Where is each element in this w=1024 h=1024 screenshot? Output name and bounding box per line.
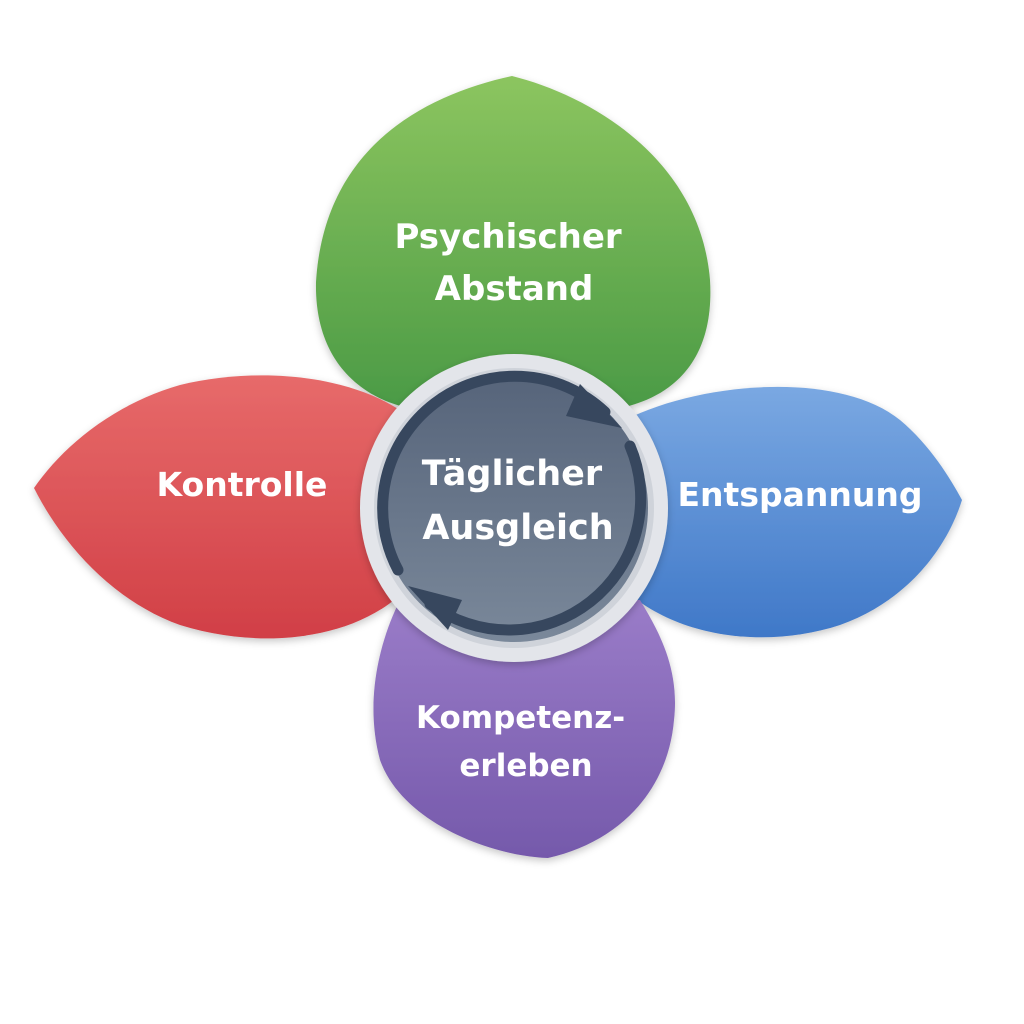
- petal-top-label-line2: Abstand: [435, 269, 594, 309]
- cycle-arrowhead-lower: [408, 586, 462, 630]
- center-label: Täglicher Ausgleich: [422, 454, 615, 548]
- petal-top-label-line1: Psychischer: [394, 217, 621, 257]
- petal-kontrolle: Kontrolle: [34, 375, 400, 639]
- petal-kompetenzerleben: Kompetenz- erleben: [373, 600, 676, 858]
- petal-right-shape: [625, 386, 962, 638]
- petal-bottom-label-line2: erleben: [459, 748, 592, 784]
- cycle-arrows-icon: [377, 370, 647, 636]
- cycle-arrowhead-upper: [566, 384, 622, 428]
- petal-right-label-line1: Entspannung: [678, 475, 923, 514]
- petal-top-shape: [315, 76, 711, 412]
- center-label-line2: Ausgleich: [422, 508, 613, 548]
- petal-bottom-shape: [373, 600, 676, 858]
- petal-bottom-label-line1: Kompetenz-: [416, 700, 625, 736]
- petal-top-label: Psychischer Abstand: [394, 217, 633, 309]
- center-label-line1: Täglicher: [422, 454, 603, 494]
- petal-psychischer-abstand: Psychischer Abstand: [315, 76, 711, 412]
- petal-left-label: Kontrolle: [157, 465, 328, 504]
- petal-entspannung: Entspannung: [625, 386, 962, 638]
- petal-right-label: Entspannung: [678, 475, 923, 514]
- petal-left-label-line1: Kontrolle: [157, 465, 328, 504]
- petal-left-shape: [34, 375, 400, 639]
- cycle-arc-lower: [424, 440, 647, 636]
- center-circle: Täglicher Ausgleich: [360, 354, 668, 662]
- cycle-arc-upper: [377, 370, 611, 576]
- petal-bottom-label: Kompetenz- erleben: [416, 700, 636, 784]
- center-fill: [380, 374, 648, 642]
